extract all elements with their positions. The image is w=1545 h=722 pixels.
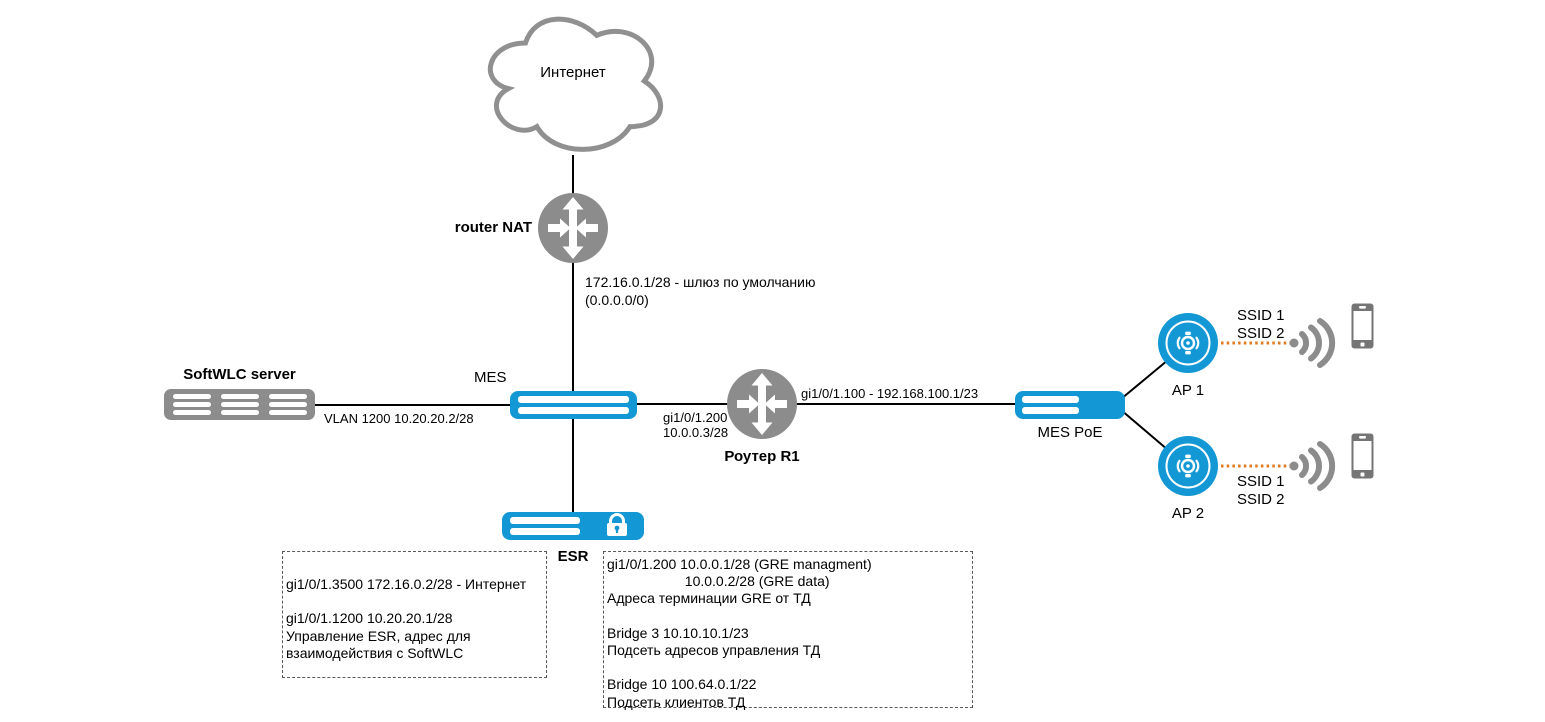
mes-r1-port-label: gi1/0/1.200 10.0.0.3/28 [663, 410, 729, 440]
router-nat-label: router NAT [454, 219, 532, 236]
mes-poe-switch-node [1015, 391, 1125, 424]
ap1-ssid-labels: SSID 1 SSID 2 [1237, 307, 1285, 342]
default-gateway-note: 172.16.0.1/28 - шлюз по умолчанию (0.0.0… [585, 274, 816, 308]
mes-switch-node [510, 391, 637, 424]
phone-icon [1351, 433, 1374, 484]
internet-cloud-label: Интернет [540, 64, 606, 81]
esr-switch-icon [502, 512, 644, 540]
router-r1-node [726, 368, 798, 445]
lock-icon [607, 513, 627, 536]
poe-switch-icon [1015, 391, 1125, 419]
cloud-icon [488, 16, 663, 152]
access-point-icon [1158, 313, 1218, 373]
router-r1-label: Роутер R1 [724, 448, 800, 465]
wifi-signal-icon [1288, 436, 1336, 501]
esr-gre-bridges-note: gi1/0/1.200 10.0.0.1/28 (GRE managment) … [603, 551, 973, 710]
router-icon [538, 193, 608, 263]
r1-mespoe-link-label: gi1/0/1.100 - 192.168.100.1/23 [801, 386, 979, 401]
internet-cloud: Интернет [475, 2, 671, 160]
server-icon [164, 389, 315, 420]
esr-label: ESR [557, 548, 589, 565]
ap2-ssid-labels: SSID 1 SSID 2 [1237, 473, 1285, 508]
esr-interfaces-note: gi1/0/1.3500 172.16.0.2/28 - Интернет gi… [282, 551, 547, 678]
ap2-node [1158, 436, 1218, 501]
phone-icon [1351, 303, 1374, 354]
mes-label: MES [474, 369, 507, 386]
router-nat-node [537, 192, 609, 269]
ap2-label: AP 2 [1171, 505, 1205, 522]
mes-poe-label: MES PoE [1037, 424, 1103, 441]
softwlc-server-label: SoftWLC server [183, 366, 296, 383]
esr-node [502, 512, 644, 545]
wifi-signal-icon [1288, 313, 1336, 378]
access-point-icon [1158, 436, 1218, 496]
ap1-label: AP 1 [1171, 382, 1205, 399]
server-mes-link-label: VLAN 1200 10.20.20.2/28 [324, 411, 474, 426]
switch-icon [510, 391, 637, 419]
ap1-node [1158, 313, 1218, 378]
softwlc-server-node [164, 389, 315, 425]
router-icon [727, 369, 797, 439]
